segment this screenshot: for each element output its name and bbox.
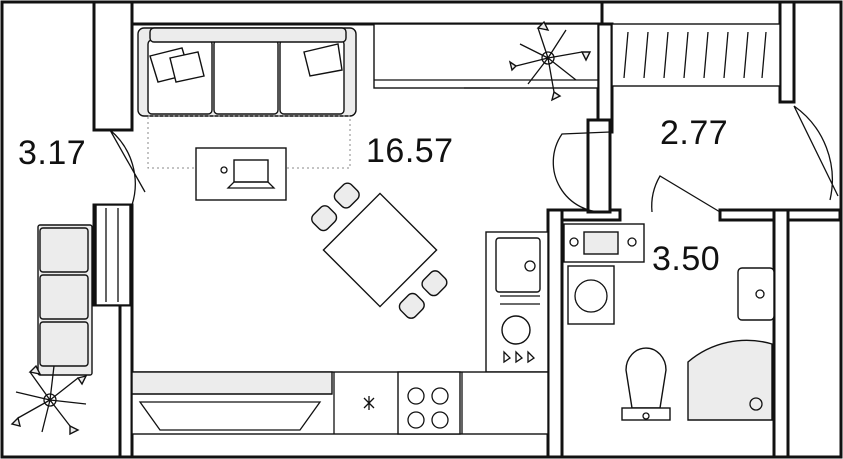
wardrobe-rack bbox=[611, 23, 781, 87]
hob-knob-icon bbox=[501, 315, 531, 345]
area-label-bathroom: 3.50 bbox=[652, 240, 721, 278]
toilet-icon bbox=[625, 347, 667, 409]
coffee-table bbox=[195, 147, 287, 201]
bathroom-door bbox=[651, 175, 721, 213]
sink-icon bbox=[495, 237, 541, 293]
wardrobe-door bbox=[552, 131, 611, 213]
laptop-icon bbox=[233, 159, 269, 183]
hall-bench bbox=[37, 224, 93, 376]
kitchen-counter-right bbox=[485, 231, 549, 373]
hall-window bbox=[95, 204, 131, 306]
area-label-wardrobe: 2.77 bbox=[660, 114, 729, 152]
dining-set bbox=[311, 182, 448, 319]
hall-door bbox=[109, 129, 146, 206]
area-label-hall: 3.17 bbox=[18, 134, 87, 172]
area-label-living-kitchen: 16.57 bbox=[366, 132, 454, 170]
kitchen-counter-bottom bbox=[131, 371, 549, 435]
wardrobe-side-door bbox=[793, 105, 839, 201]
stove-icon bbox=[397, 371, 461, 435]
shower-icon bbox=[687, 339, 773, 421]
fridge-icon bbox=[363, 396, 375, 410]
hall-plant-icon bbox=[10, 364, 88, 436]
sofa bbox=[137, 27, 357, 117]
living-plant-icon bbox=[508, 20, 592, 102]
bathroom-fixtures bbox=[563, 223, 775, 421]
